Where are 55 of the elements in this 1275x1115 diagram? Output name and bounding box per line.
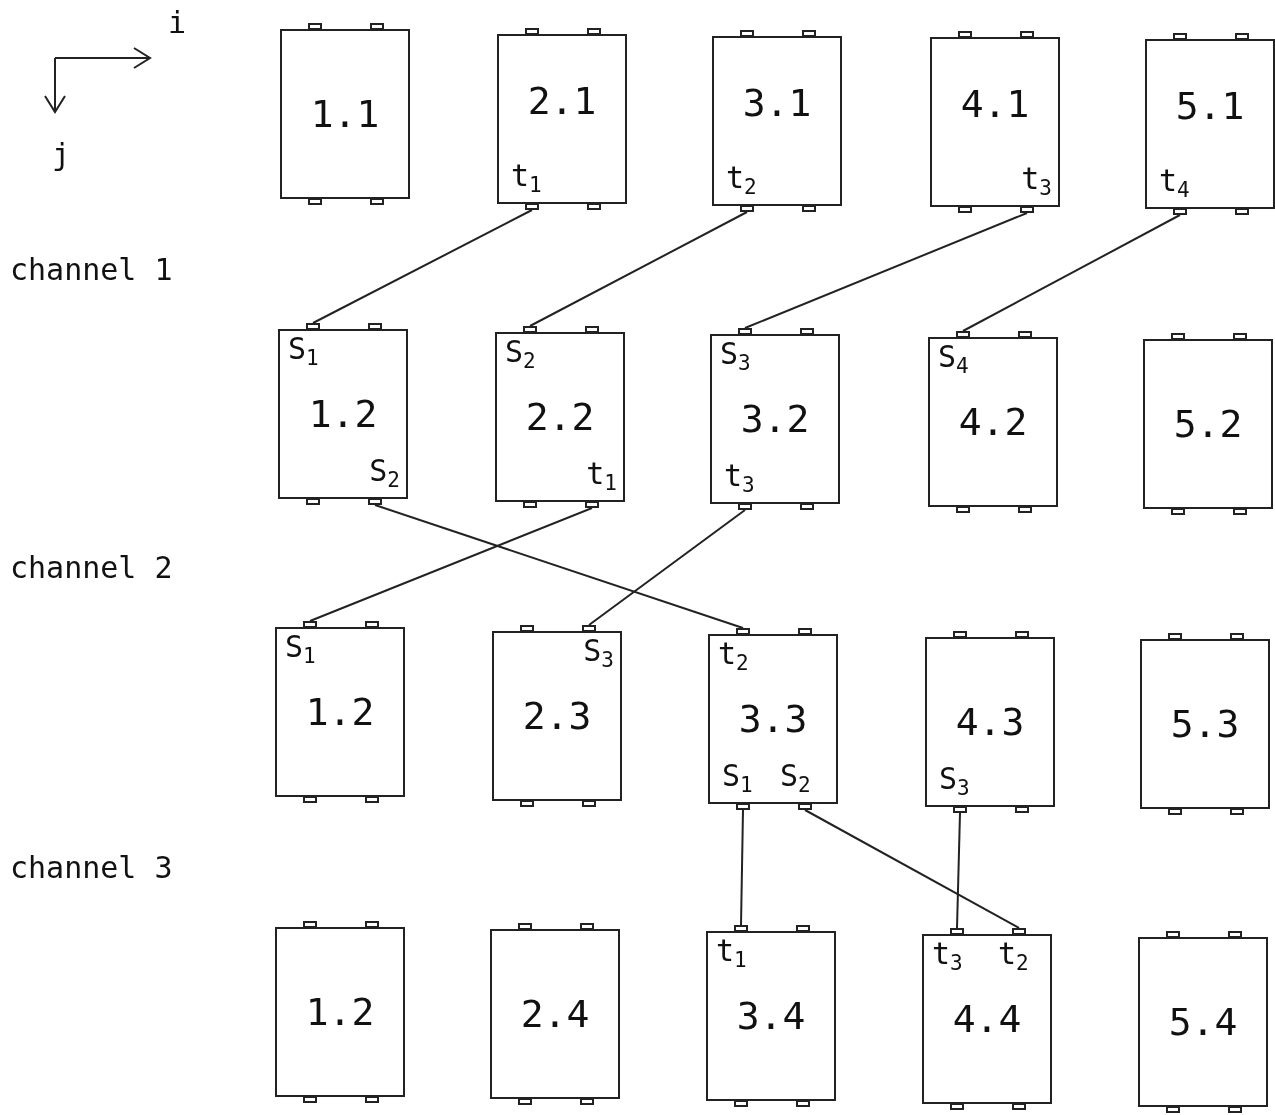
module-number: 5.3 [1170,705,1240,743]
connection-line [744,212,1028,329]
signal-label: S$_{4}$ [938,342,969,372]
module-number: 2.2 [525,398,595,436]
module-number: 3.2 [740,400,810,438]
channel-label: channel 2 [10,553,173,583]
signal-label: S$_{1}$ [285,632,316,662]
module-number: 3.1 [742,84,812,123]
module-number: 1.2 [308,395,378,433]
signal-label: S$_{2}$ [369,456,400,486]
connection-line [309,507,593,622]
signal-label: t$_{1}$ [511,161,542,191]
connection-line [588,509,746,626]
channel-label: channel 3 [10,853,173,883]
signal-label: t$_{1}$ [586,459,617,489]
signal-label: t$_{1}$ [716,936,747,966]
connection-line [529,211,748,327]
signal-label: S$_{3}$ [583,636,614,666]
signal-label: t$_{4}$ [1159,166,1190,196]
module-number: 2.3 [522,697,592,735]
module-number: 1.2 [305,993,375,1031]
module-number: 2.4 [520,995,590,1033]
module-number: 4.1 [960,85,1030,124]
connection-line [312,209,533,324]
signal-label: S$_{3}$ [720,339,751,369]
signal-label: S$_{2}$ [505,337,536,367]
signal-label: t$_{3}$ [932,939,963,969]
signal-label: S$_{1}$ [722,761,753,791]
connection-line [956,812,961,929]
signal-label: t$_{3}$ [724,461,755,491]
signal-label: t$_{2}$ [726,163,757,193]
channel-label: channel 1 [10,255,173,285]
signal-label: t$_{2}$ [718,639,749,669]
module-number: 1.1 [310,95,380,133]
module-number: 4.2 [958,403,1028,441]
module-number: 4.4 [952,1000,1022,1038]
module-number: 1.2 [305,693,375,731]
module-number: 5.4 [1168,1003,1238,1041]
connection-line [962,214,1181,332]
connection-line [374,504,744,629]
module-number: 3.4 [736,997,806,1035]
module-number: 2.1 [527,82,597,121]
connection-line [804,809,1020,929]
module-number: 4.3 [955,703,1025,741]
axis-label: i [168,8,187,38]
signal-label: S$_{3}$ [939,764,970,794]
signal-label: t$_{3}$ [1021,164,1052,194]
signal-label: S$_{1}$ [288,334,319,364]
axis-label: j [52,140,71,170]
module-number: 5.2 [1173,405,1243,443]
connection-line [740,809,744,926]
signal-label: S$_{2}$ [780,761,811,791]
module-number: 5.1 [1175,87,1245,126]
signal-label: t$_{2}$ [998,939,1029,969]
module-number: 3.3 [738,700,808,738]
